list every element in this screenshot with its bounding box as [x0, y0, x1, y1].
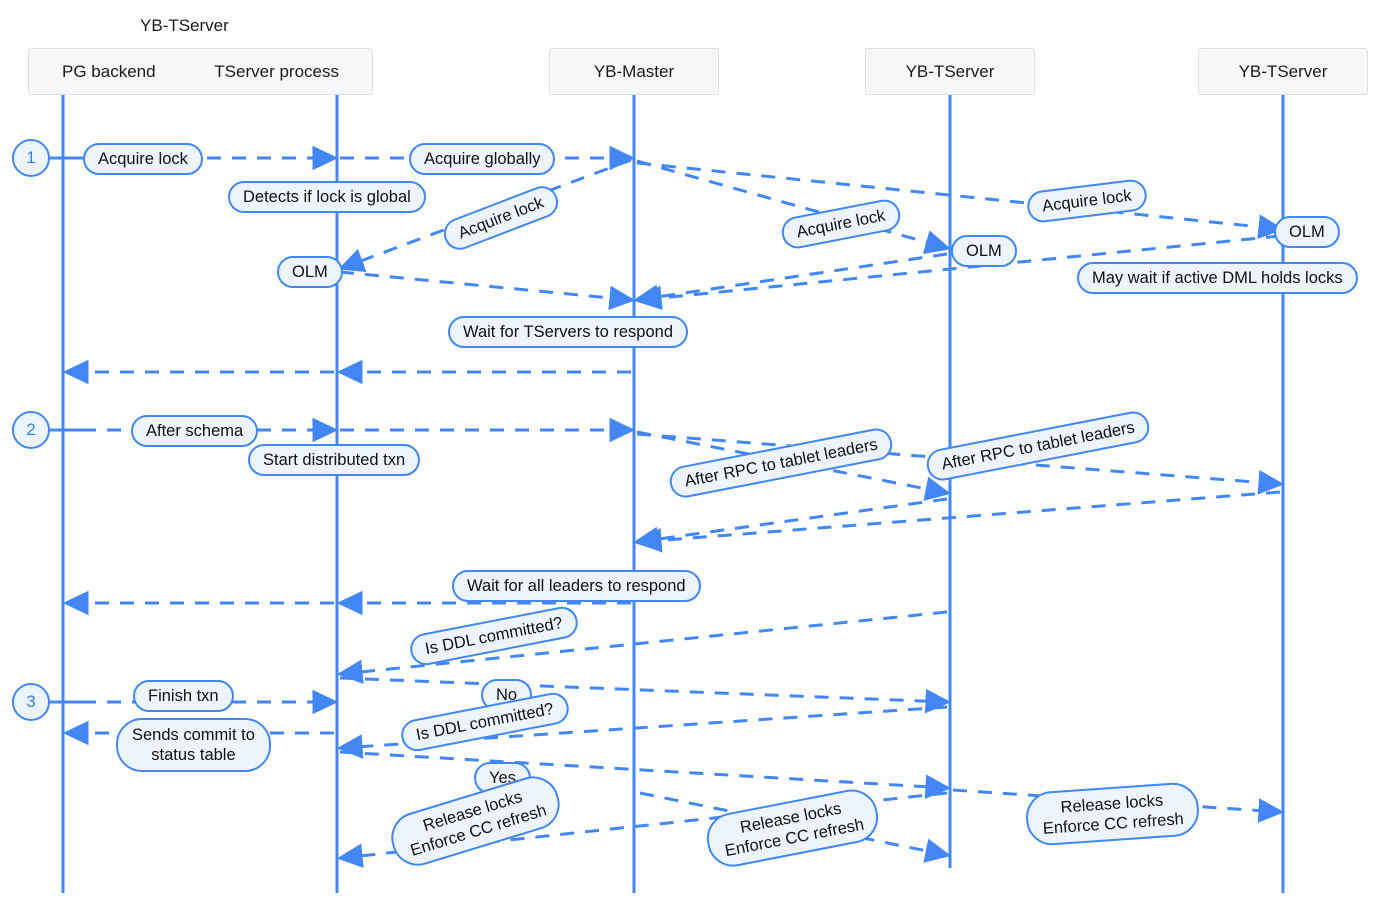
arrow-acquire-lock-master-to-tserver2	[636, 159, 952, 255]
message-label-acquire-globally: Acquire globally	[409, 143, 556, 176]
arrow-return-tserver-proc-to-master	[339, 270, 636, 311]
group-title-yb-tserver: YB-TServer	[140, 16, 229, 35]
step-number-1: 1	[12, 139, 50, 177]
arrow-no	[339, 676, 952, 714]
step-number-3: 3	[12, 683, 50, 721]
message-label-start-distributed-txn: Start distributed txn	[248, 444, 421, 477]
message-label-olm-1: OLM	[277, 256, 343, 289]
message-label-olm-2: OLM	[951, 235, 1017, 268]
message-label-wait-for-tservers-to-respond: Wait for TServers to respond	[448, 316, 688, 349]
arrow-acquire-lock-master-to-tserver3	[636, 161, 1285, 240]
message-label-detects-if-lock-is-global: Detects if lock is global	[228, 181, 426, 214]
arrow-return-tserver2-to-master	[632, 252, 948, 309]
participant-label-yb-tserver-3: YB-TServer	[1238, 61, 1328, 81]
participant-label-tserver-process: TServer process	[214, 61, 339, 81]
message-label-wait-for-all-leaders-to-respond: Wait for all leaders to respond	[452, 570, 701, 603]
message-label-may-wait-if-active-dml-holds-locks: May wait if active DML holds locks	[1077, 262, 1358, 295]
message-label-olm-3: OLM	[1274, 216, 1340, 249]
arrow-yes	[339, 750, 952, 799]
participant-label-pg-backend: PG backend	[62, 61, 156, 81]
message-label-sends-commit-to-status-table: Sends commit to status table	[116, 718, 271, 773]
step-number-2: 2	[12, 411, 50, 449]
message-label-finish-txn: Finish txn	[133, 680, 234, 713]
participant-header-yb-master: YB-Master	[549, 48, 719, 95]
arrow-return-tserver2-to-master-2	[632, 497, 948, 552]
arrow-is-ddl-committed-1	[336, 610, 948, 685]
message-label-after-schema: After schema	[131, 415, 259, 448]
participant-label-yb-master: YB-Master	[593, 61, 675, 81]
participant-header-yb-tserver-2: YB-TServer	[865, 48, 1035, 95]
message-label-acquire-lock-1: Acquire lock	[83, 143, 203, 176]
participant-label-yb-tserver-2: YB-TServer	[905, 61, 995, 81]
participant-header-yb-tserver-3: YB-TServer	[1198, 48, 1368, 95]
arrow-return-tserver3-to-master-2	[635, 490, 1281, 553]
arrow-return-tserver3-to-master	[635, 234, 1281, 311]
participant-header-yb-tserver-group: PG backend TServer process	[28, 48, 373, 95]
arrow-after-rpc-master-to-tserver3	[636, 432, 1285, 495]
